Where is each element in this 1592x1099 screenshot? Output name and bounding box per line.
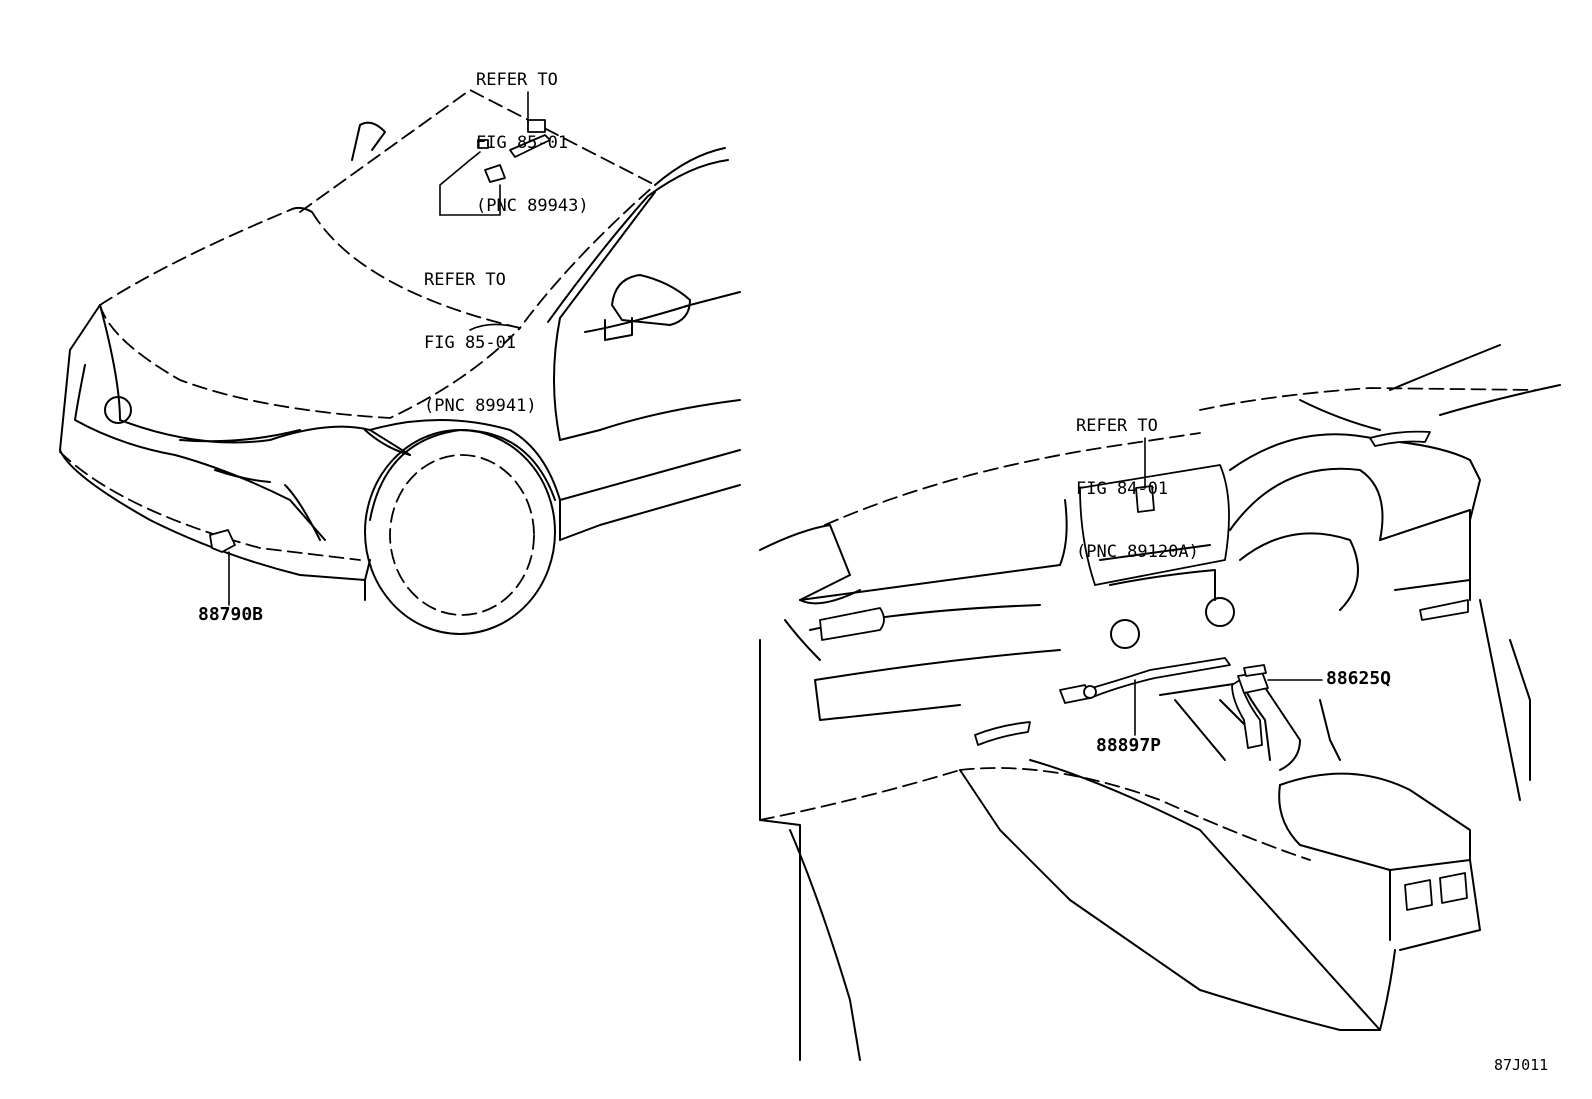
part-number-88790B[interactable]: 88790B: [198, 604, 264, 625]
refer-line: FIG 85-01: [424, 333, 517, 353]
refer-line: REFER TO: [1076, 416, 1158, 436]
refer-label-89941: REFER TO FIG 85-01 (PNC 89941): [424, 228, 537, 438]
vehicle-front-illustration: [59, 88, 741, 635]
refer-line: (PNC 89943): [476, 196, 589, 216]
leader-lines: [228, 91, 1323, 736]
refer-line: (PNC 89120A): [1076, 542, 1199, 562]
refer-line: FIG 85-01: [476, 133, 569, 153]
illustration-code: 87J011: [1494, 1056, 1549, 1074]
part-number-88897P[interactable]: 88897P: [1096, 735, 1162, 756]
part-number-88625Q[interactable]: 88625Q: [1326, 668, 1392, 689]
refer-line: FIG 84-01: [1076, 479, 1169, 499]
refer-line: REFER TO: [476, 70, 558, 90]
refer-line: (PNC 89941): [424, 396, 537, 416]
dashboard-illustration: [759, 344, 1561, 1061]
refer-label-89943: REFER TO FIG 85-01 (PNC 89943): [476, 28, 589, 238]
refer-label-89120A: REFER TO FIG 84-01 (PNC 89120A): [1076, 374, 1199, 584]
refer-line: REFER TO: [424, 270, 506, 290]
